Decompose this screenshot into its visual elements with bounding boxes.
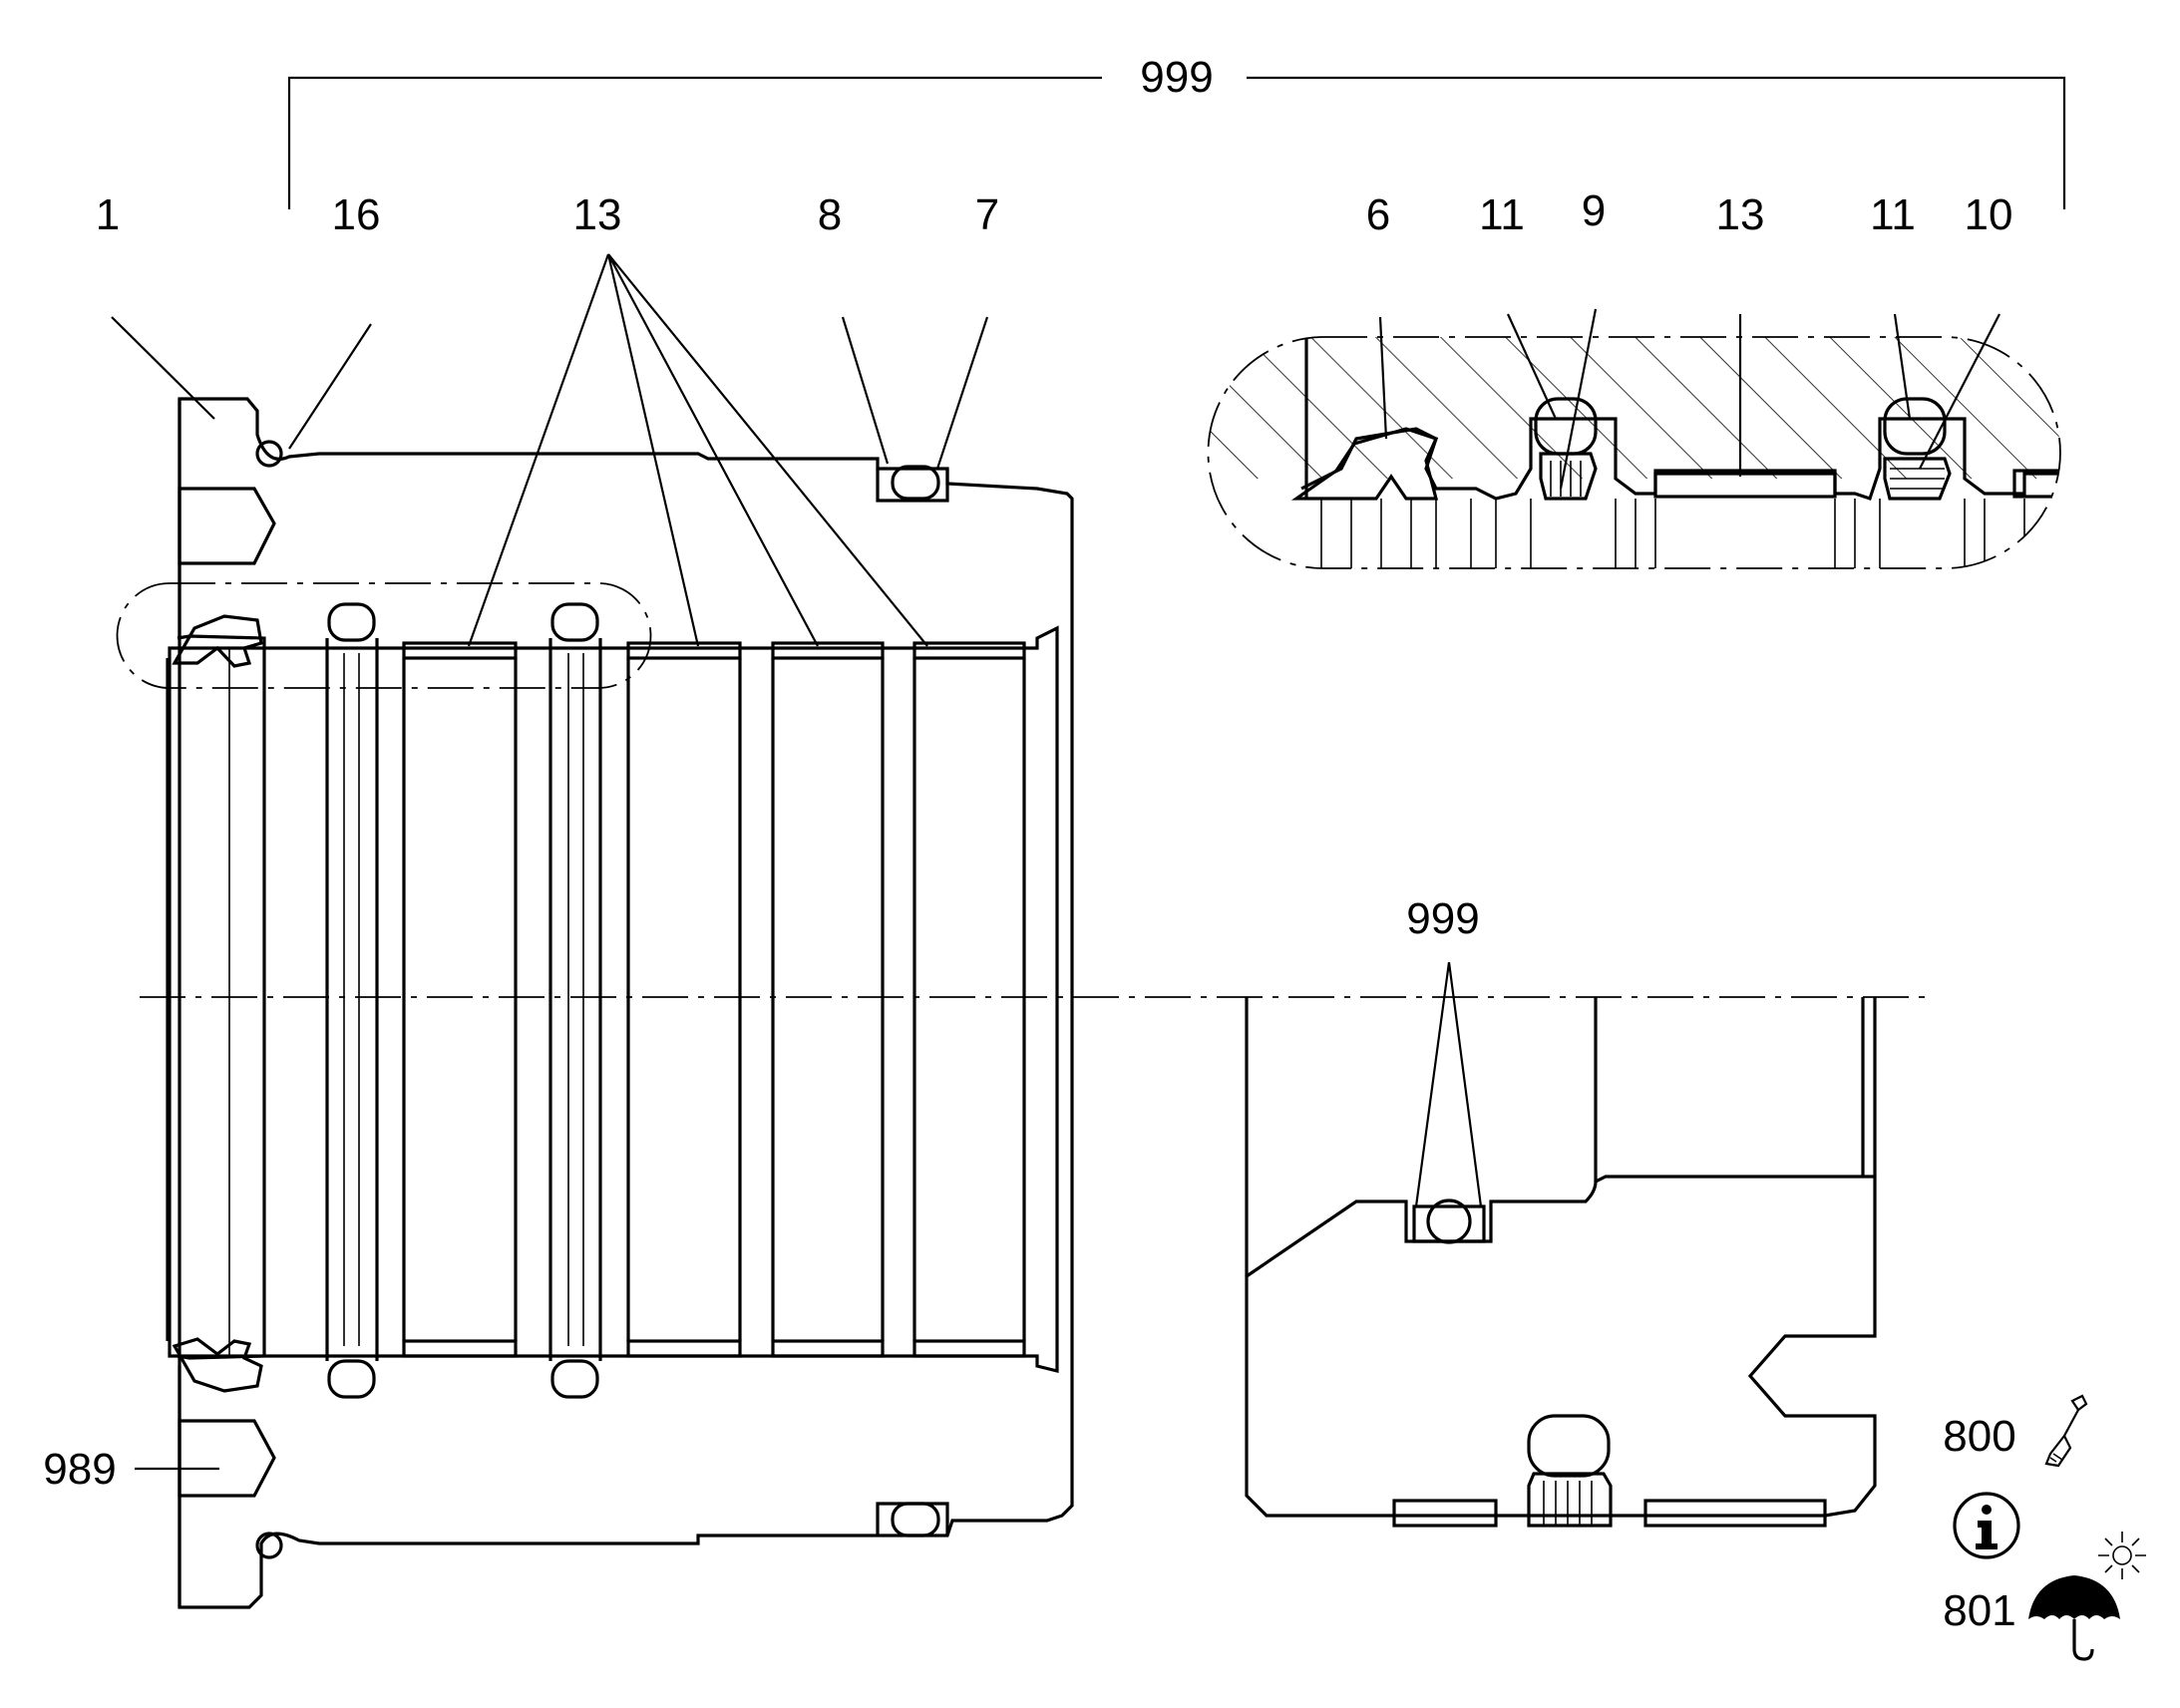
label-13-main: 13 [573,190,622,239]
oring-999 [1426,1198,1472,1244]
oring-11-b [1883,397,1947,456]
oring-2-top [550,602,599,642]
label-11-a: 11 [1479,190,1525,239]
part-labels: 999 1 16 13 8 7 6 11 9 13 11 10 999 989 … [43,53,2015,1635]
label-11-b: 11 [1870,190,1916,239]
detail-view [1207,336,2061,569]
label-801: 801 [1943,1586,2015,1635]
band-13-detail [1653,469,1837,499]
oring-2-bottom [550,1359,599,1399]
label-1: 1 [96,190,120,239]
oring-7-top [891,465,940,501]
label-989: 989 [43,1445,116,1494]
main-section [116,397,1074,1609]
bracket-999 [287,76,2066,209]
wiper-seal-bottom [172,1337,263,1393]
upper-wall [178,397,1074,1609]
label-16: 16 [332,190,381,239]
label-13-detail: 13 [1716,190,1765,239]
wear-bands [402,641,1026,1358]
label-7: 7 [975,190,999,239]
oring-1-bottom [327,1359,376,1399]
label-8: 8 [818,190,842,239]
flange-hole-bottom [178,1419,276,1498]
wiper-seal-top [172,614,263,668]
umbrella-icon [2028,1575,2120,1661]
seal-6-detail [1290,427,1439,501]
label-800: 800 [1943,1412,2015,1461]
oring-1-top [327,602,376,642]
groove-16-top [255,440,283,468]
leader-lines [111,253,2000,1471]
groove-16-bottom [255,1532,283,1559]
label-6: 6 [1366,190,1390,239]
flange-hole-top [178,487,276,565]
piston-section [1245,997,1877,1528]
info-icon [1953,1492,2020,1559]
label-10: 10 [1965,190,2013,239]
label-9: 9 [1582,186,1606,235]
label-999-lower: 999 [1406,894,1479,943]
brush-icon [2044,1394,2088,1468]
bore [168,625,1059,1374]
sun-icon [2098,1532,2146,1579]
label-999-top: 999 [1140,53,1213,102]
oring-7-bottom [891,1502,940,1537]
